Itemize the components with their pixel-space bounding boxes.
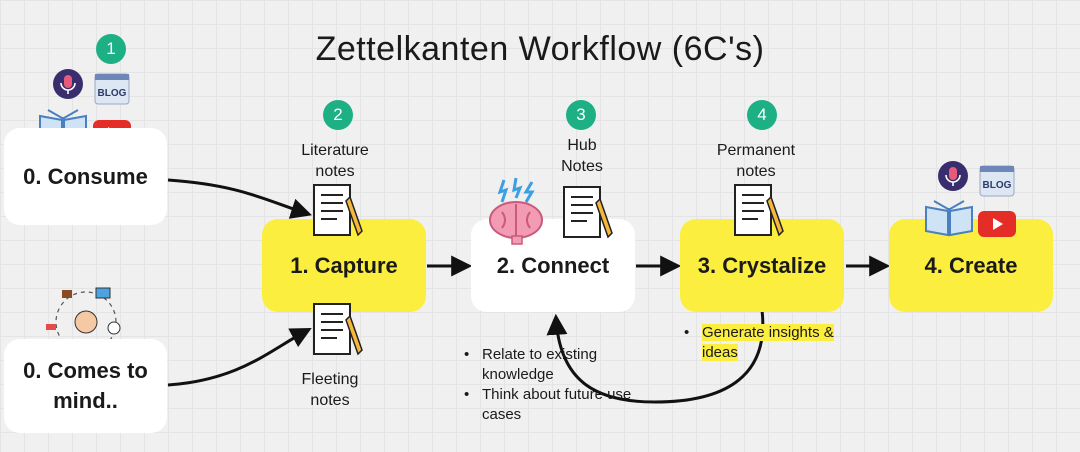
caption-fleeting-notes: Fleeting notes — [285, 369, 375, 411]
step-badge-2: 2 — [323, 100, 353, 130]
brain-icon — [486, 177, 548, 249]
node-create-label: 4. Create — [924, 252, 1018, 278]
node-consume: 0. Consume — [4, 128, 167, 225]
connect-bullet-2-line1: Think about future use — [482, 386, 632, 403]
note-icon — [733, 183, 787, 244]
caption-permanent-notes: Permanent notes — [700, 140, 812, 182]
caption-permanent-line1: Permanent — [716, 142, 796, 159]
diagram-title: Zettelkanten Workflow (6C's) — [315, 30, 765, 68]
step-badge-1: 1 — [96, 34, 126, 64]
caption-literature-line2: notes — [315, 163, 355, 180]
podcast-icon — [52, 68, 84, 105]
node-consume-label: 0. Consume — [23, 163, 148, 189]
youtube-icon — [978, 211, 1016, 242]
blog-label: BLOG — [983, 180, 1012, 191]
caption-hub-line1: Hub — [567, 137, 597, 154]
caption-hub-notes: Hub Notes — [545, 135, 619, 177]
arrow-crystalize-loop-to-connect — [546, 309, 765, 404]
podcast-icon — [937, 160, 969, 197]
caption-fleeting-line1: Fleeting — [301, 371, 359, 388]
node-comes-to-mind-label-line1: 0. Comes to — [23, 358, 148, 383]
arrow-mind-to-capture — [167, 328, 312, 387]
blog-icon: BLOG — [979, 165, 1015, 201]
caption-literature-line1: Literature — [301, 142, 369, 159]
note-icon — [312, 302, 366, 363]
step-badge-4: 4 — [747, 100, 777, 130]
crystalize-bullet: • Generate insights & ideas — [684, 324, 834, 361]
connect-bullet-2-line2: cases — [482, 406, 522, 423]
caption-permanent-line2: notes — [736, 163, 776, 180]
crystalize-bullet-line2: ideas — [702, 344, 738, 361]
node-crystalize-label: 3. Crystalize — [697, 252, 827, 278]
connect-bullet-1-line1: Relate to existing — [482, 346, 598, 363]
arrow-consume-to-capture — [167, 178, 312, 219]
node-capture-label: 1. Capture — [290, 252, 398, 278]
note-icon — [312, 183, 366, 244]
caption-literature-notes: Literature notes — [280, 140, 390, 182]
blog-icon: BLOG — [94, 73, 130, 109]
book-icon — [924, 200, 976, 242]
blog-label: BLOG — [98, 88, 127, 99]
node-connect-label: 2. Connect — [496, 252, 610, 278]
connect-bullet-1-line2: knowledge — [482, 366, 554, 383]
crystalize-bullet-line1: Generate insights & — [702, 324, 834, 341]
node-comes-to-mind-label-line2: mind.. — [53, 388, 118, 413]
node-create: 4. Create — [889, 219, 1053, 312]
caption-hub-line2: Notes — [561, 158, 603, 175]
caption-fleeting-line2: notes — [310, 392, 350, 409]
node-comes-to-mind: 0. Comes to mind.. — [4, 339, 167, 433]
step-badge-3: 3 — [566, 100, 596, 130]
note-icon — [562, 185, 616, 246]
